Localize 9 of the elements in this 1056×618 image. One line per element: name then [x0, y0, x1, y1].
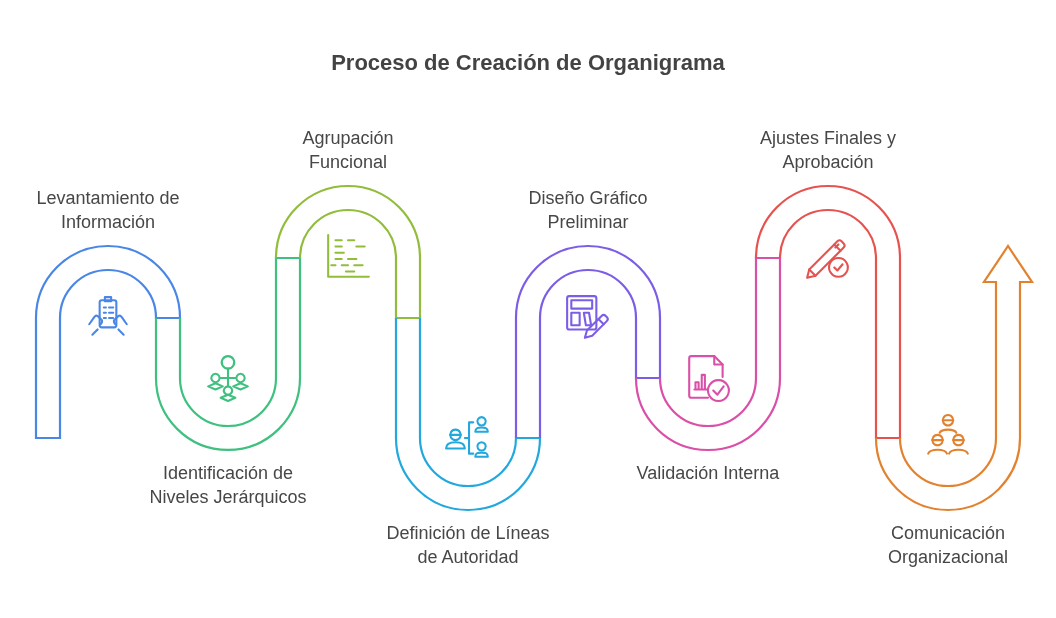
diagram-title: Proceso de Creación de Organigrama [331, 49, 725, 77]
step-label: Identificación de Niveles Jerárquicos [148, 462, 308, 509]
step-label: Levantamiento de Información [35, 187, 181, 234]
step-label: Diseño Gráfico Preliminar [527, 187, 649, 234]
step-label: Comunicación Organizacional [886, 522, 1010, 569]
step-label: Validación Interna [635, 462, 781, 485]
step-label: Agrupación Funcional [301, 127, 395, 174]
step-label: Ajustes Finales y Aprobación [758, 127, 898, 174]
step-label: Definición de Líneas de Autoridad [385, 522, 551, 569]
